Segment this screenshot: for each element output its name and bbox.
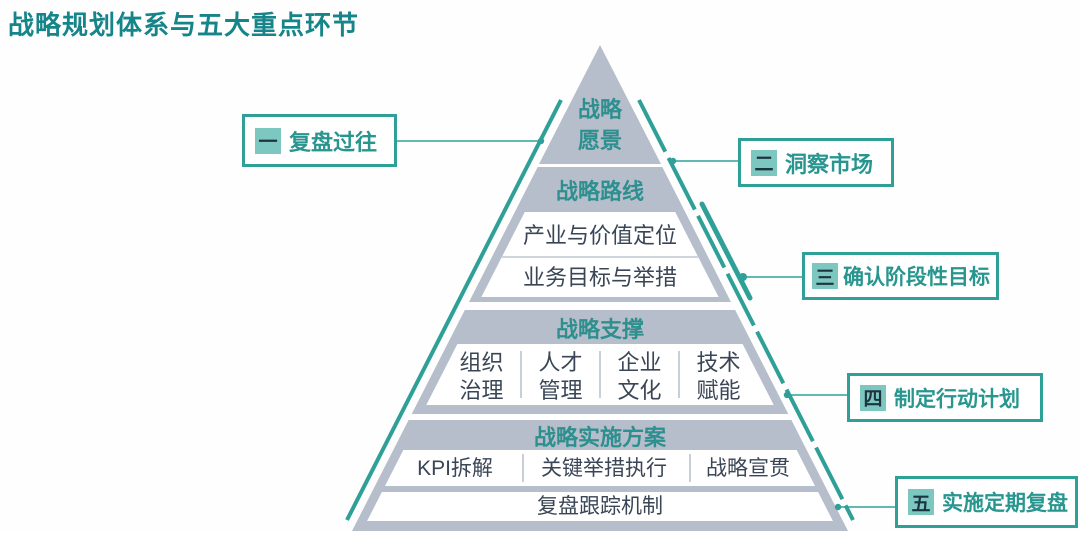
callout-1-junction-dot [537, 137, 545, 145]
callout-5-label: 实施定期复盘 [942, 492, 1068, 515]
level-4-row-panel [385, 450, 815, 486]
level-3-header: 战略支撑 [555, 317, 644, 342]
level-3-pillar-3: 企业 文化 [617, 350, 662, 403]
callout-4: 四 制定行动计划 [847, 373, 1043, 422]
pyramid-level-1-shape [539, 45, 661, 164]
callout-2-junction-dot [669, 157, 677, 165]
level-4-header: 战略实施方案 [533, 425, 666, 450]
level-3-pillar-4: 技术 赋能 [696, 350, 741, 403]
level-4-item-3: 战略宣贯 [706, 457, 790, 480]
callout-2-label: 洞察市场 [785, 151, 874, 177]
level-3-pillar-2: 人才 管理 [538, 350, 583, 403]
level-4-item-1: KPI拆解 [417, 457, 493, 480]
callout-3-label: 确认阶段性目标 [843, 266, 990, 289]
callout-3: 三 确认阶段性目标 [802, 252, 999, 300]
callout-3-number: 三 [812, 263, 838, 289]
callout-4-label: 制定行动计划 [894, 387, 1020, 411]
callout-1: 一 复盘过往 [242, 114, 397, 167]
callout-1-label: 复盘过往 [289, 129, 378, 155]
level-4-base-panel [367, 492, 833, 521]
right-accent-outer-segment [699, 201, 753, 301]
callout-5: 五 实施定期复盘 [895, 476, 1078, 528]
left-accent-line [345, 99, 563, 521]
callout-4-number: 四 [860, 384, 886, 411]
level-1-header: 战略 愿景 [577, 97, 622, 154]
level-2-header: 战略路线 [555, 179, 644, 204]
callout-3-junction-dot [739, 273, 747, 281]
callout-4-junction-dot [783, 391, 791, 399]
callout-1-number: 一 [255, 127, 281, 154]
level-4-base-item: 复盘跟踪机制 [537, 495, 663, 518]
right-accent-line [637, 99, 855, 521]
callout-2: 二 洞察市场 [738, 138, 894, 187]
callout-5-number: 五 [908, 489, 934, 515]
level-3-pillar-1: 组织 治理 [459, 350, 504, 403]
level-2-item-2: 业务目标与举措 [522, 265, 677, 290]
level-4-item-2: 关键举措执行 [541, 457, 667, 480]
callout-5-junction-dot [834, 503, 842, 511]
level-2-rows-panel [481, 212, 719, 297]
callout-2-number: 二 [751, 149, 777, 176]
page-title: 战略规划体系与五大重点环节 [8, 10, 360, 40]
level-2-item-1: 产业与价值定位 [522, 223, 677, 248]
